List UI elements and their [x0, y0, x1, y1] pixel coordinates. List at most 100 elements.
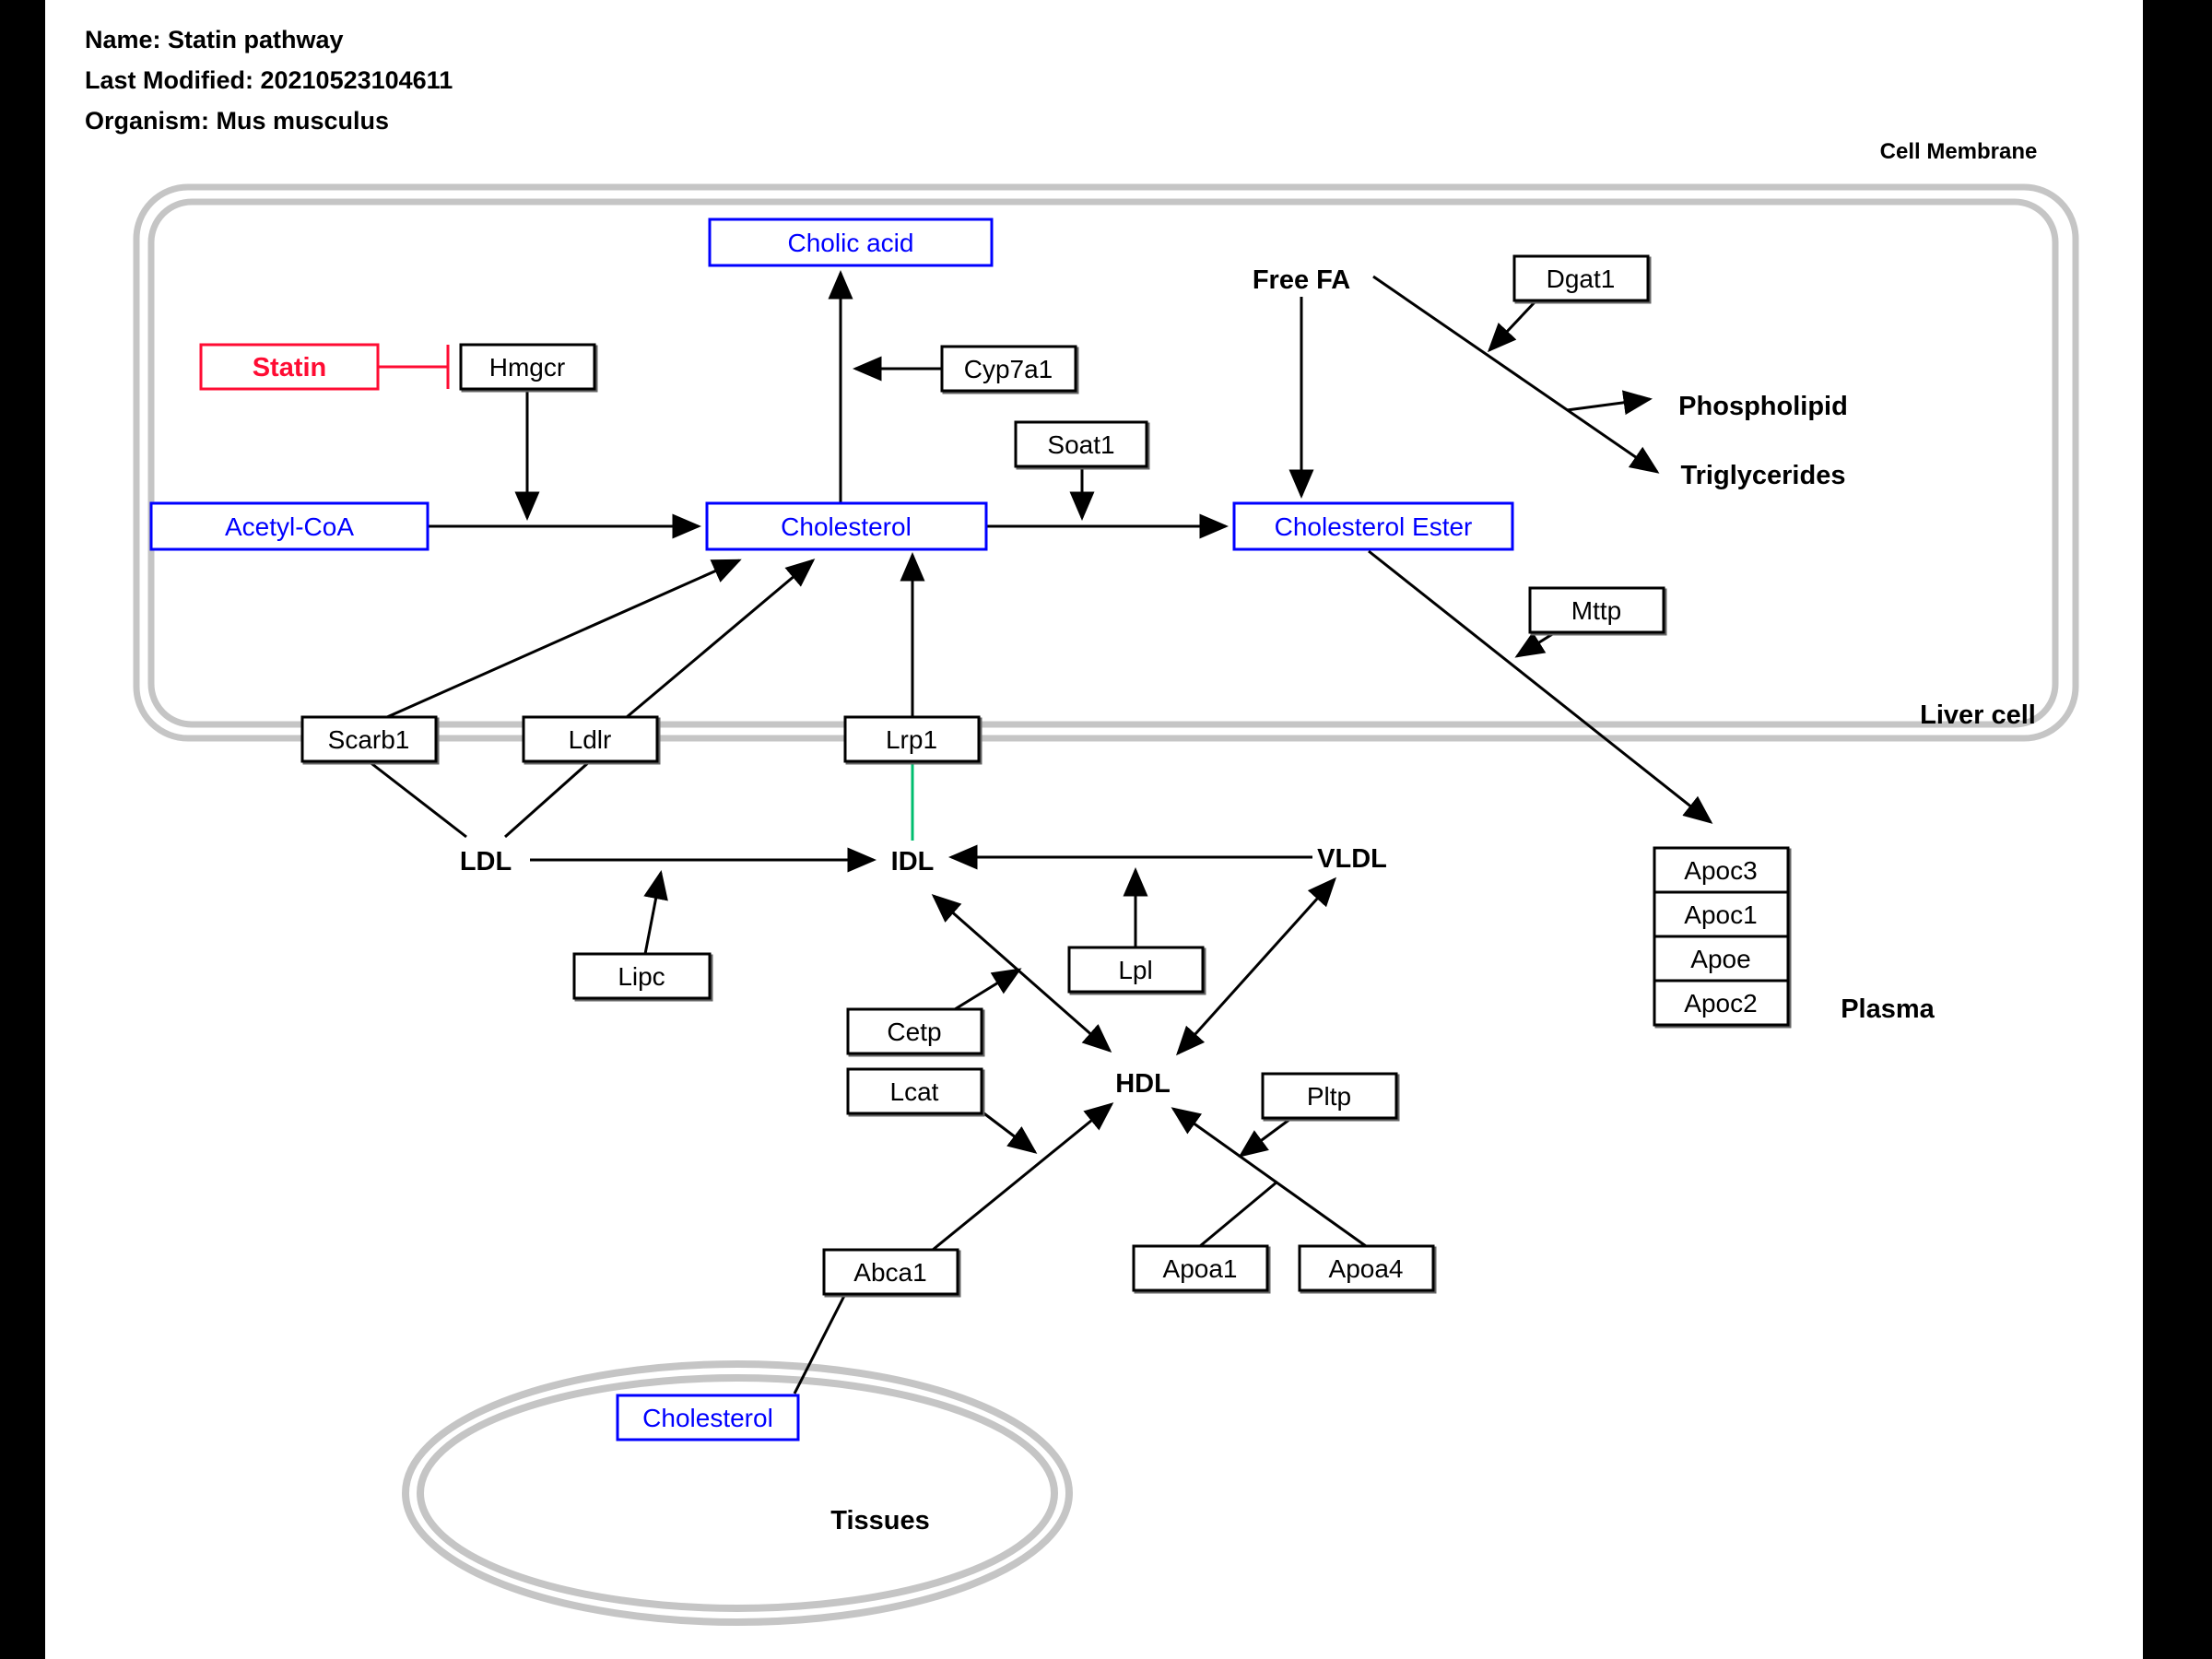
node-lrp1-label: Lrp1 — [886, 725, 937, 754]
node-vldl-label: VLDL — [1317, 844, 1387, 874]
node-ldl-label: LDL — [460, 847, 512, 877]
node-pltp-box — [1261, 1072, 1398, 1120]
node-dgat1-box — [1512, 254, 1650, 302]
node-cetp-label: Cetp — [887, 1018, 941, 1046]
node-apoa1-label: Apoa1 — [1163, 1254, 1238, 1283]
edge-tissue-cholesterol-to-abca1 — [793, 1293, 847, 1394]
node-apoc3-label: Apoc3 — [1684, 856, 1757, 885]
node-ldlr-label: Ldlr — [569, 725, 612, 754]
node-scarb1-box — [300, 715, 438, 763]
node-soat1[interactable]: Soat1 — [1014, 420, 1148, 468]
node-lpl-box — [1067, 946, 1205, 994]
node-pltp[interactable]: Pltp — [1261, 1072, 1398, 1120]
node-cholesterol[interactable]: Cholesterol — [705, 501, 988, 551]
cell-membrane-label: Cell Membrane — [1880, 139, 2038, 164]
node-apoe-label: Apoe — [1690, 945, 1750, 973]
header-last-modified: Last Modified: 20210523104611 — [85, 66, 453, 94]
node-scarb1-label: Scarb1 — [328, 725, 410, 754]
node-lpl-label: Lpl — [1118, 956, 1152, 984]
node-hmgcr-box — [459, 343, 596, 391]
node-acetyl-coa-label: Acetyl-CoA — [225, 512, 354, 541]
node-lcat-box — [846, 1067, 983, 1115]
edge-scarb1-to-cholesterol — [386, 559, 742, 719]
header-organism: Organism: Mus musculus — [85, 107, 389, 135]
node-cholic-acid-label: Cholic acid — [788, 229, 914, 257]
node-ldlr[interactable]: Ldlr — [522, 715, 659, 763]
tissues-label: Tissues — [830, 1506, 929, 1535]
node-apoe[interactable]: Apoe — [1653, 935, 1790, 982]
node-cholesterol-box — [705, 501, 988, 551]
node-mttp-label: Mttp — [1571, 596, 1621, 625]
node-hmgcr-label: Hmgcr — [489, 353, 565, 382]
tissues-outer — [402, 1360, 1073, 1626]
node-cholesterol-tissues[interactable]: Cholesterol — [616, 1394, 800, 1441]
node-apoc2-label: Apoc2 — [1684, 989, 1757, 1018]
node-cyp7a1[interactable]: Cyp7a1 — [940, 345, 1077, 393]
node-pltp-label: Pltp — [1307, 1082, 1351, 1111]
edge-scarb1-to-ldl — [368, 759, 467, 839]
node-lrp1-box — [843, 715, 981, 763]
node-apoa4-label: Apoa4 — [1329, 1254, 1404, 1283]
node-mttp[interactable]: Mttp — [1528, 586, 1665, 634]
edge-lcat-catalysis — [981, 1110, 1038, 1154]
node-lipc-box — [572, 952, 712, 1000]
plasma-label: Plasma — [1841, 994, 1935, 1024]
node-lcat[interactable]: Lcat — [846, 1067, 983, 1115]
node-apoa1[interactable]: Apoa1 — [1132, 1244, 1269, 1292]
edge-cholesterolester-to-apoc-stack — [1368, 549, 1713, 824]
node-acetyl-coa-box — [149, 501, 429, 551]
edge-freefa-to-triglycerides — [1372, 275, 1660, 474]
node-apoe-box — [1653, 935, 1790, 982]
edge-ldlr-to-ldl — [504, 759, 591, 839]
node-apoc1-label: Apoc1 — [1684, 900, 1757, 929]
node-apoa4[interactable]: Apoa4 — [1298, 1244, 1435, 1292]
node-cholesterol-ester[interactable]: Cholesterol Ester — [1232, 501, 1514, 551]
node-scarb1[interactable]: Scarb1 — [300, 715, 438, 763]
node-phospholipid-label: Phospholipid — [1678, 392, 1848, 421]
edge-lipc-catalysis — [643, 870, 668, 955]
node-dgat1[interactable]: Dgat1 — [1512, 254, 1650, 302]
node-apoa1-box — [1132, 1244, 1269, 1292]
tissues-inner — [417, 1374, 1058, 1612]
node-lrp1[interactable]: Lrp1 — [843, 715, 981, 763]
cell-membrane-outer — [133, 183, 2079, 742]
node-cholesterol-ester-label: Cholesterol Ester — [1275, 512, 1473, 541]
node-soat1-box — [1014, 420, 1148, 468]
node-apoc3[interactable]: Apoc3 — [1653, 846, 1790, 894]
node-cholesterol-tissues-label: Cholesterol — [642, 1404, 773, 1432]
node-acetyl-coa[interactable]: Acetyl-CoA — [149, 501, 429, 551]
node-idl-label: IDL — [891, 847, 935, 877]
node-dgat1-label: Dgat1 — [1547, 265, 1616, 293]
node-free-fa-label: Free FA — [1253, 265, 1350, 295]
node-hmgcr[interactable]: Hmgcr — [459, 343, 596, 391]
edge-ldlr-to-cholesterol — [626, 559, 816, 719]
node-cholesterol-label: Cholesterol — [781, 512, 912, 541]
node-apoc1[interactable]: Apoc1 — [1653, 890, 1790, 938]
node-lcat-label: Lcat — [890, 1077, 939, 1106]
node-apoa4-box — [1298, 1244, 1435, 1292]
edge-apoa4-to-hdl — [1171, 1107, 1367, 1248]
edge-branch-to-phospholipid — [1566, 390, 1653, 416]
node-mttp-box — [1528, 586, 1665, 634]
header-name: Name: Statin pathway — [85, 26, 344, 53]
node-ldlr-box — [522, 715, 659, 763]
node-statin[interactable]: Statin — [199, 343, 380, 391]
node-cholic-acid[interactable]: Cholic acid — [708, 218, 994, 267]
cell-membrane-inner — [147, 198, 2059, 728]
node-cyp7a1-box — [940, 345, 1077, 393]
node-apoc2-box — [1653, 979, 1790, 1027]
edge-apoa1-join — [1199, 1180, 1278, 1248]
node-cholic-acid-box — [708, 218, 994, 267]
node-soat1-label: Soat1 — [1047, 430, 1114, 459]
node-lpl[interactable]: Lpl — [1067, 946, 1205, 994]
node-triglycerides-label: Triglycerides — [1681, 461, 1846, 490]
node-abca1[interactable]: Abca1 — [822, 1248, 959, 1296]
edge-pltp-catalysis — [1238, 1117, 1291, 1158]
node-lipc[interactable]: Lipc — [572, 952, 712, 1000]
edge-cetp-catalysis — [954, 968, 1022, 1011]
node-cetp[interactable]: Cetp — [846, 1007, 983, 1055]
node-apoc2[interactable]: Apoc2 — [1653, 979, 1790, 1027]
edge-dgat1-catalysis — [1487, 300, 1536, 353]
node-statin-label: Statin — [253, 353, 327, 382]
